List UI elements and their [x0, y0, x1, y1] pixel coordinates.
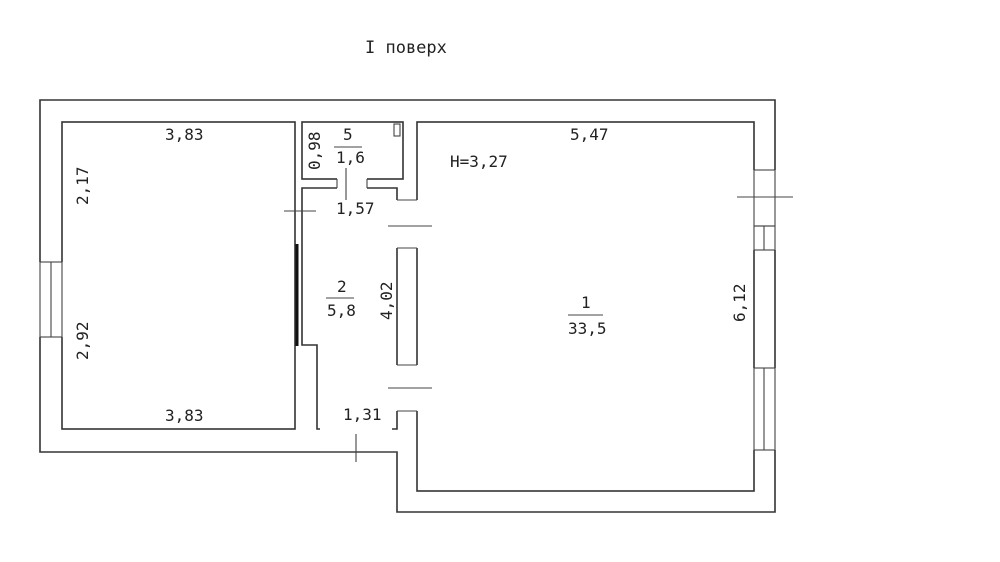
window-right-gap-1 — [753, 170, 776, 250]
room-1-length: 6,12 — [730, 283, 749, 322]
door-gap-room5 — [337, 176, 367, 190]
room-2-number: 2 — [337, 277, 347, 296]
room-5-width: 0,98 — [305, 131, 324, 170]
left-room-lower-dimension: 2,92 — [73, 321, 92, 360]
room-1-outline — [416, 121, 755, 492]
floor-title: І поверх — [365, 38, 447, 58]
left-room-top-dimension: 3,83 — [165, 125, 204, 144]
left-room-bottom-dimension: 3,83 — [165, 406, 204, 425]
room-1-area: 33,5 — [568, 319, 607, 338]
door-gap-room2-bottom — [320, 426, 392, 434]
room-5-area: 1,6 — [336, 148, 365, 167]
room-1-width: 5,47 — [570, 125, 609, 144]
room-5-number: 5 — [343, 125, 353, 144]
room-2-outline — [301, 187, 398, 430]
room-1-number: 1 — [581, 293, 591, 312]
room-1-height: H=3,27 — [450, 152, 508, 171]
outer-wall — [39, 99, 776, 513]
room-2-top-width: 1,57 — [336, 199, 375, 218]
left-room-upper-dimension: 2,17 — [73, 166, 92, 205]
room-2-bottom-width: 1,31 — [343, 405, 382, 424]
left-room-outline — [61, 121, 296, 430]
opening-upper — [396, 200, 419, 248]
room-2-area: 5,8 — [327, 301, 356, 320]
room-2-length: 4,02 — [377, 281, 396, 320]
room-5-fixture — [393, 123, 401, 137]
